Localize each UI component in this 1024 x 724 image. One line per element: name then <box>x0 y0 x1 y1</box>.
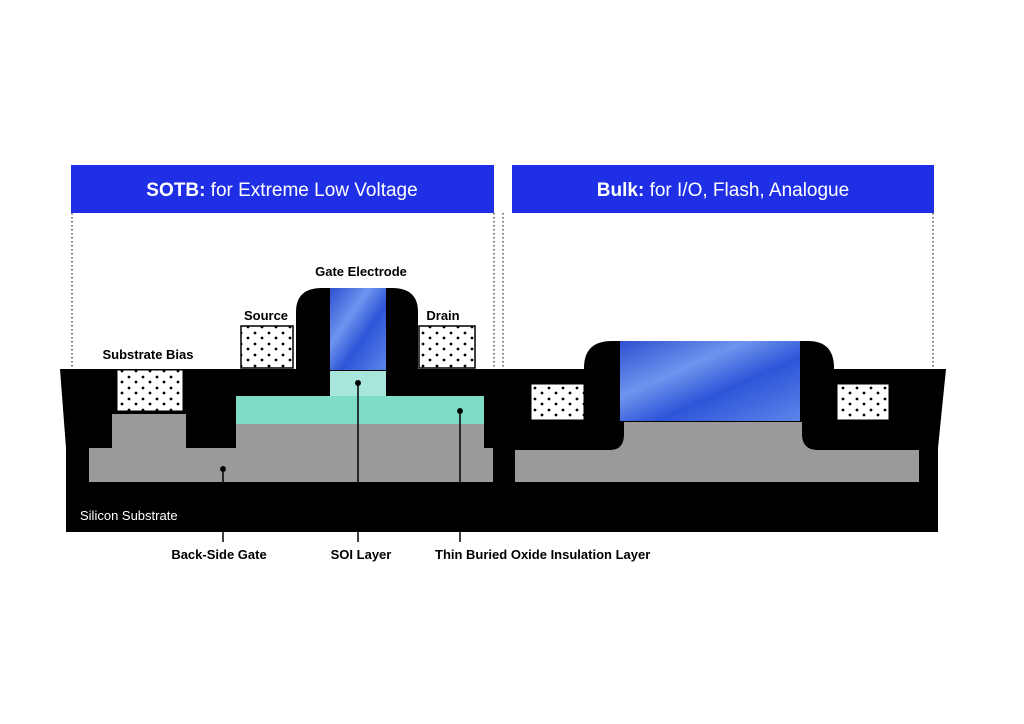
svg-text:Bulk: for I/O, Flash, Analogue: Bulk: for I/O, Flash, Analogue <box>597 180 849 201</box>
source-contact <box>240 325 294 369</box>
sotb-banner-bold: SOTB: <box>146 180 205 201</box>
bulk-well <box>515 420 919 482</box>
source-label: Source <box>244 308 288 323</box>
substrate-bias-label: Substrate Bias <box>102 347 193 362</box>
sotb-well <box>89 414 493 482</box>
silicon-substrate-label: Silicon Substrate <box>80 508 178 523</box>
substrate-bias-contact <box>116 369 184 412</box>
leader-lines <box>220 380 463 542</box>
bulk-banner-rest: for I/O, Flash, Analogue <box>644 180 849 201</box>
drain-contact <box>418 325 476 369</box>
bulk-banner: Bulk: for I/O, Flash, Analogue <box>512 165 934 213</box>
sotb-banner-rest: for Extreme Low Voltage <box>205 180 417 201</box>
gate-electrode-label: Gate Electrode <box>315 264 407 279</box>
bracket-lines <box>71 213 934 368</box>
bulk-right-contact <box>836 383 890 421</box>
thin-box-label: Thin Buried Oxide Insulation Layer <box>435 547 650 562</box>
bulk-gate-electrode <box>620 341 800 421</box>
sotb-banner: SOTB: for Extreme Low Voltage <box>71 165 494 213</box>
thin-box-layer <box>236 396 484 424</box>
bulk-left-contact <box>530 383 585 421</box>
svg-text:SOTB: for Extreme Low Voltage: SOTB: for Extreme Low Voltage <box>146 180 417 201</box>
soi-layer-label: SOI Layer <box>331 547 392 562</box>
sotb-gate-electrode <box>330 288 386 370</box>
device-separator <box>494 369 513 483</box>
bulk-banner-bold: Bulk: <box>597 180 645 201</box>
drain-label: Drain <box>426 308 459 323</box>
back-side-gate-label: Back-Side Gate <box>171 547 266 562</box>
